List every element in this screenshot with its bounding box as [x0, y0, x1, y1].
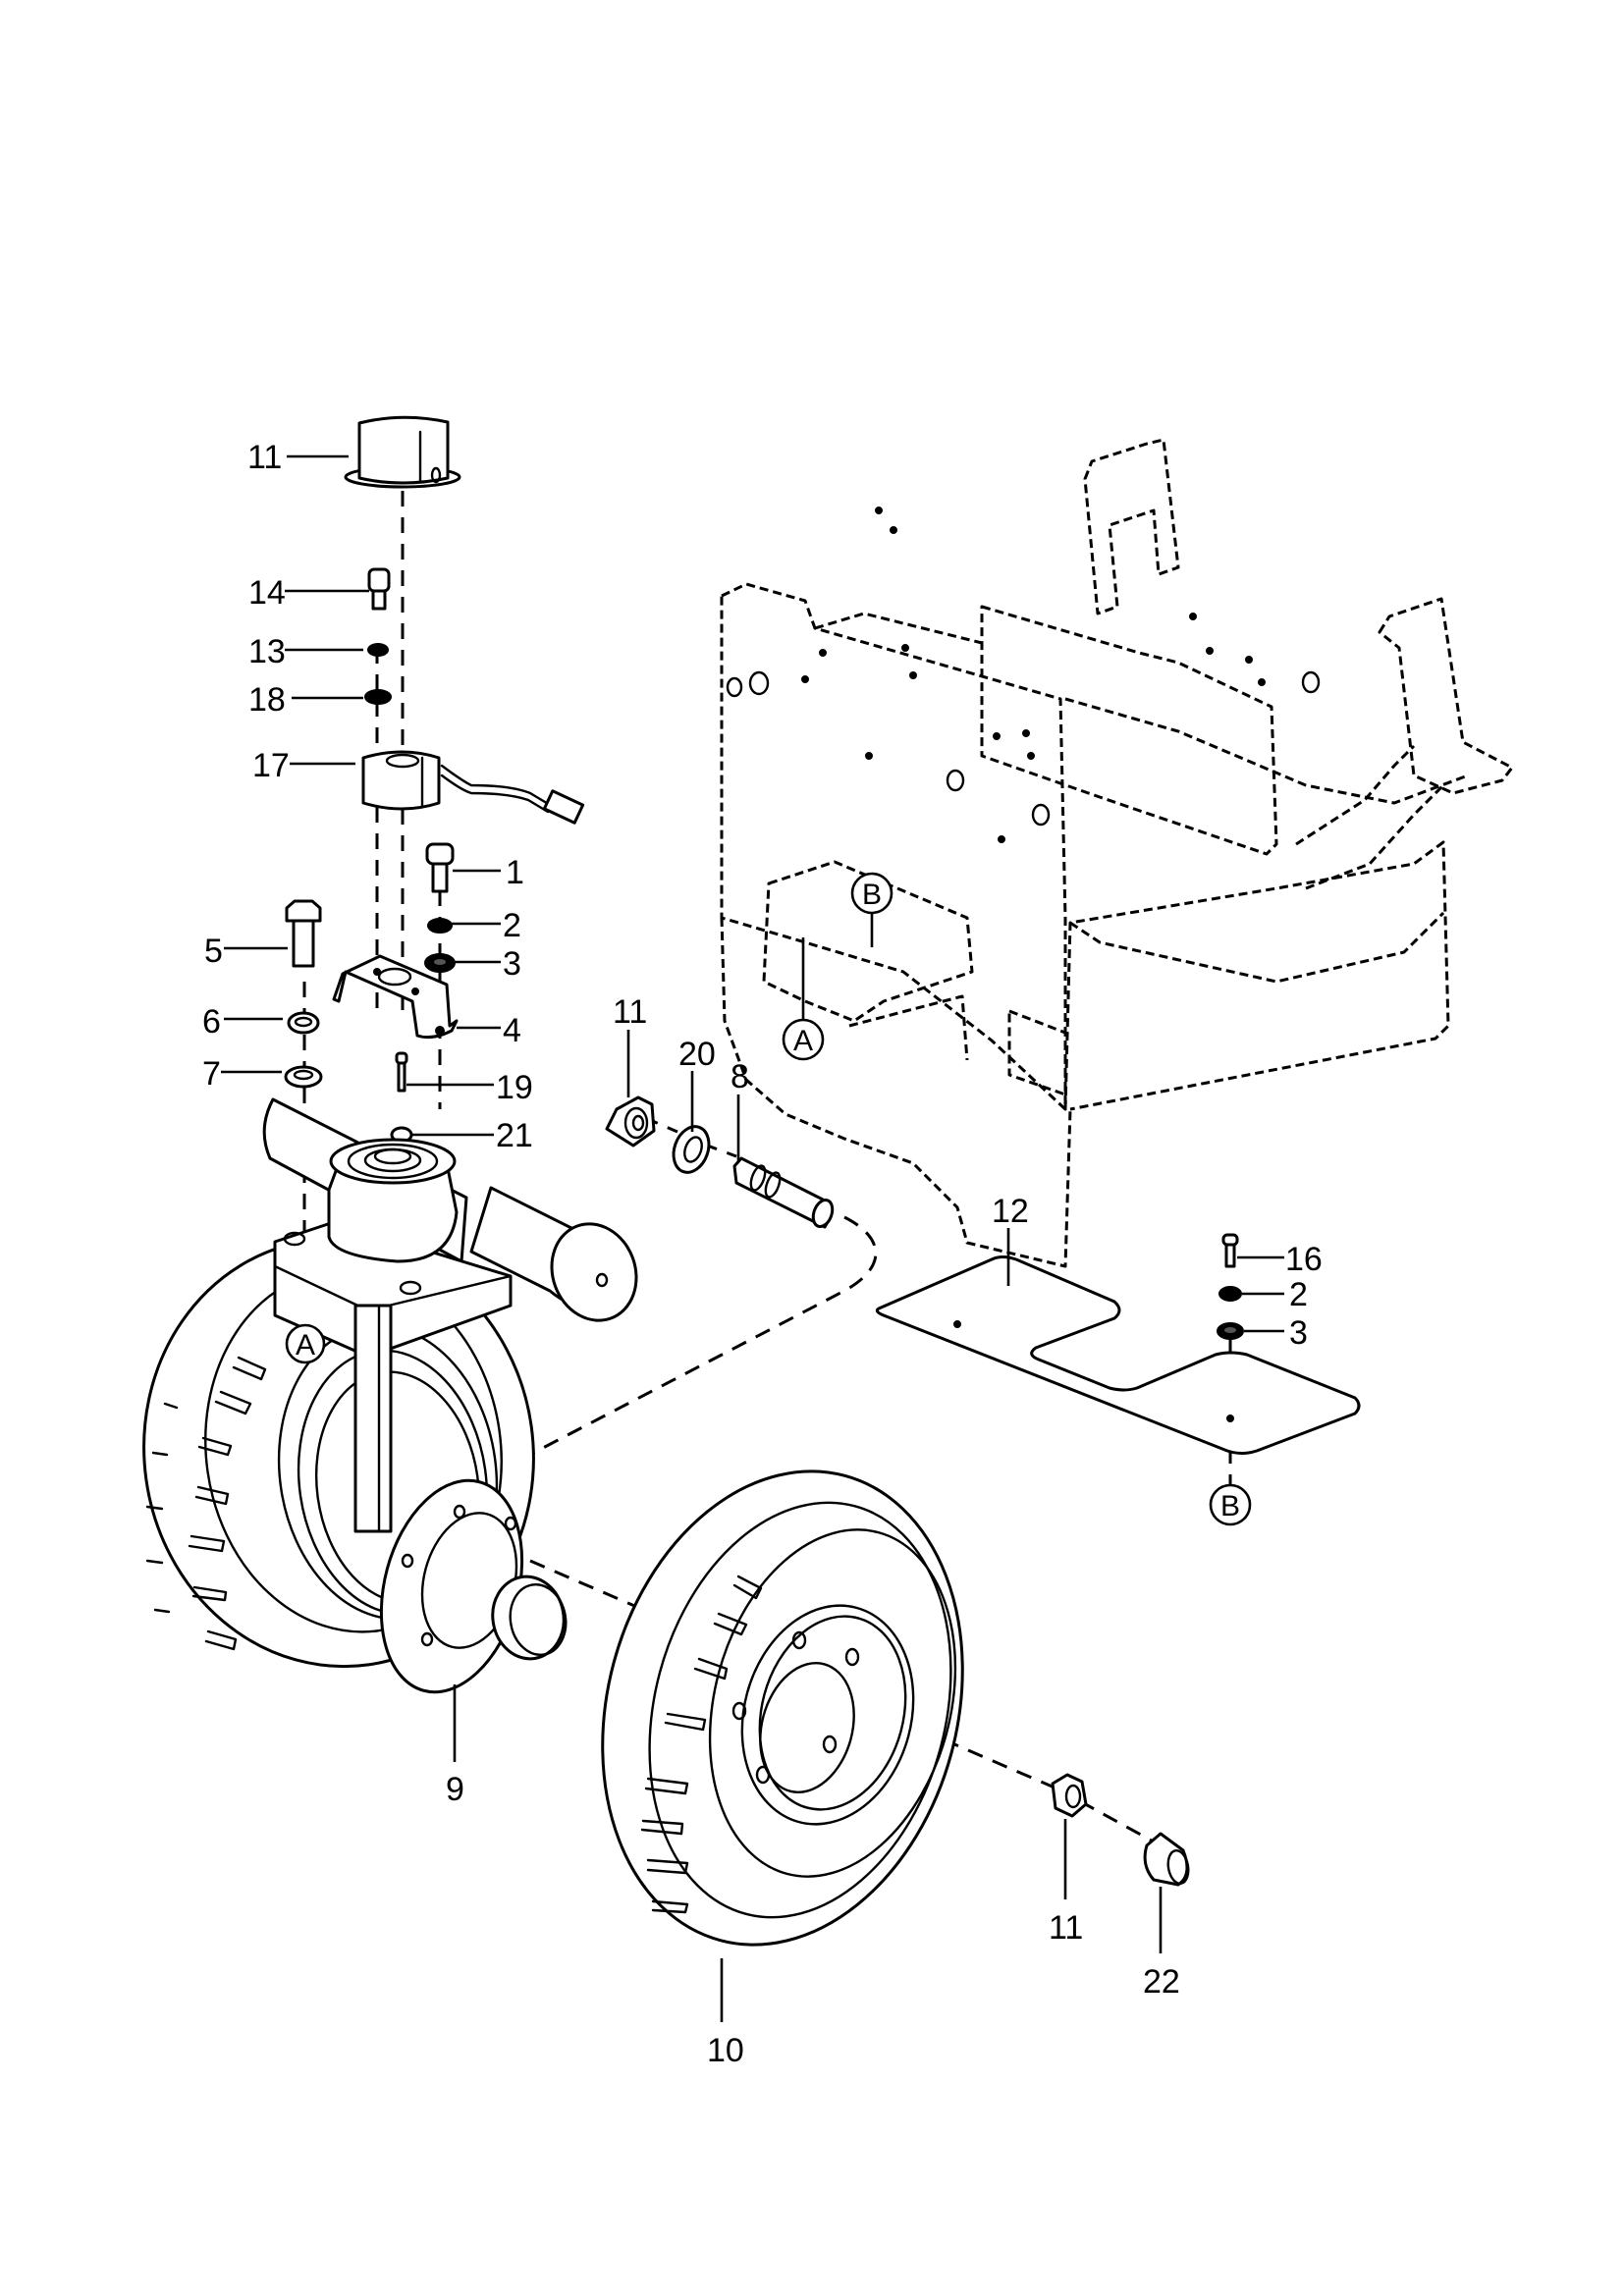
callout-11-upper: 11	[613, 993, 647, 1031]
reference-mark-b-frame: B	[850, 872, 893, 947]
part-9-wheel-hub	[379, 1478, 568, 1694]
callout-10: 10	[707, 2032, 744, 2069]
callout-3: 3	[503, 945, 521, 983]
reference-mark-a-frame: A	[782, 937, 825, 1061]
part-3-washer-right	[1217, 1322, 1244, 1340]
part-1-screw	[425, 842, 455, 893]
part-18-washer	[364, 689, 392, 705]
reference-label: B	[1220, 1490, 1240, 1522]
callout-13: 12	[992, 1193, 1029, 1230]
reference-mark-b-plate: B	[1209, 1483, 1252, 1526]
callout-1: 1	[506, 854, 524, 891]
callout-12: 11	[247, 439, 282, 476]
callout-17: 17	[252, 747, 290, 784]
tire-tread	[640, 1575, 763, 1914]
reference-label: A	[793, 1025, 813, 1057]
callout-19: 19	[496, 1069, 533, 1106]
callout-18: 18	[248, 681, 286, 719]
frame-holes	[726, 507, 1321, 843]
reference-label: A	[296, 1329, 315, 1362]
part-6-lock-washer	[287, 1011, 320, 1035]
callout-14: 13	[248, 633, 286, 670]
callout-11-lower: 11	[1049, 1909, 1083, 1947]
part-3-washer	[424, 953, 456, 973]
part-22-hub-cap	[1143, 1832, 1190, 1887]
callout-5: 5	[204, 933, 223, 970]
part-16-screw	[1221, 1233, 1239, 1268]
callout-22: 22	[1143, 1963, 1180, 2001]
part-4-bracket	[332, 954, 459, 1040]
part-10-wheel	[601, 1469, 964, 1947]
part-19-sensor-pin	[395, 1051, 408, 1093]
tire-tread	[145, 1356, 267, 1651]
part-8-axle-pin	[732, 1156, 835, 1229]
callout-16: 16	[1285, 1241, 1323, 1278]
part-5-hex-bolt	[285, 899, 322, 968]
reference-mark-a-caster: A	[285, 1323, 326, 1364]
caster-wheel-assembly	[142, 1097, 638, 1694]
part-15-screw	[367, 567, 391, 611]
callout-9: 9	[446, 1771, 464, 1808]
callout-8: 8	[731, 1058, 749, 1095]
part-20-washer	[672, 1125, 711, 1174]
callout-20: 20	[678, 1036, 716, 1073]
callout-3-right: 3	[1289, 1314, 1308, 1352]
callout-2-right: 2	[1289, 1276, 1308, 1313]
callout-15: 14	[248, 574, 286, 612]
callout-21: 21	[496, 1117, 533, 1154]
reference-label: B	[862, 879, 882, 911]
chassis-frame	[720, 438, 1514, 1268]
callout-6: 6	[202, 1003, 221, 1041]
part-11-nut-upper	[605, 1095, 656, 1148]
part-11-nut-lower	[1051, 1773, 1088, 1818]
part-14-washer	[367, 643, 389, 657]
part-13-floor-plate	[875, 1255, 1361, 1455]
callout-7: 7	[202, 1055, 221, 1093]
part-2-lock-washer	[427, 918, 453, 934]
part-7-washer	[284, 1065, 323, 1089]
callout-2: 2	[503, 907, 521, 944]
part-17-sensor-coil	[361, 750, 585, 825]
callout-4: 4	[503, 1012, 521, 1049]
part-2-lock-washer-right	[1218, 1286, 1242, 1302]
callout-leaders	[221, 454, 1284, 2022]
part-12-sensor-cap	[344, 415, 461, 489]
callout-labels: 11 14 13 18 17 1 2 3 4 5 6 7 19 21 11 20…	[202, 439, 1323, 2069]
